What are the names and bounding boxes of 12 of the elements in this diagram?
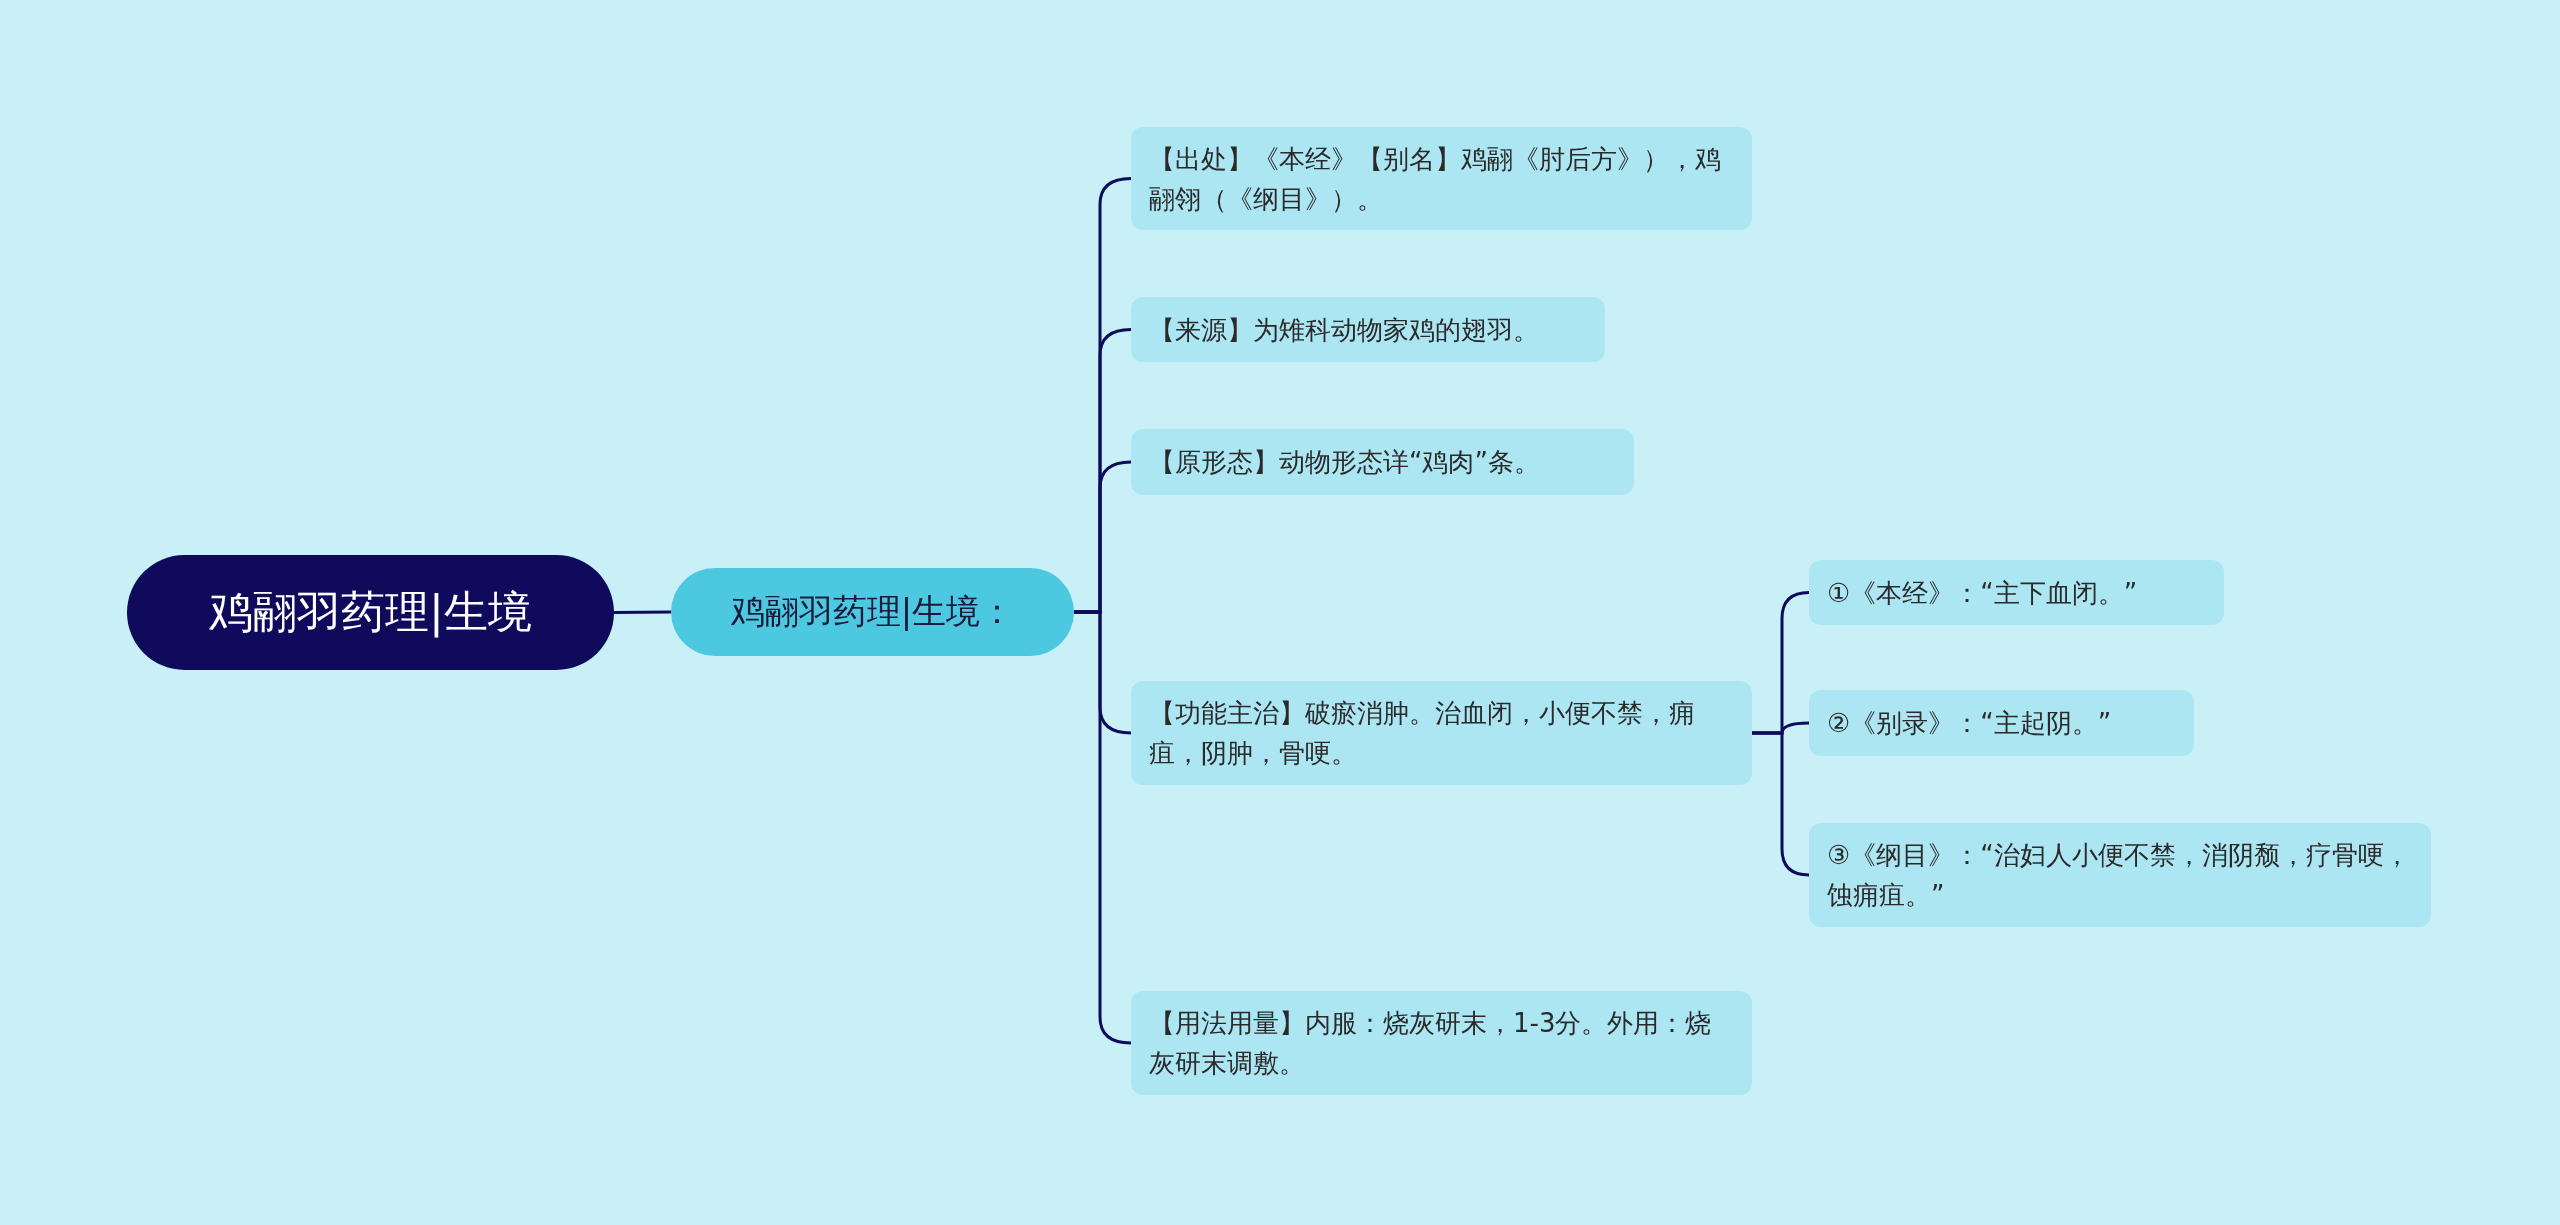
- topic-box: ①《本经》：“主下血闭。”: [1809, 560, 2224, 625]
- connector-line: [1074, 610, 1132, 1045]
- central-topic: 鸡翮羽药理|生境: [127, 555, 614, 670]
- topic-box: 【原形态】动物形态详“鸡肉”条。: [1131, 429, 1634, 495]
- main-topic: 鸡翮羽药理|生境：: [671, 568, 1074, 656]
- topic-box: 【功能主治】破瘀消肿。治血闭，小便不禁，痈疽，阴肿，骨哽。: [1131, 681, 1752, 785]
- topic-box: 【用法用量】内服：烧灰研末，1-3分。外用：烧灰研末调敷。: [1131, 991, 1752, 1095]
- topic-box: 【出处】《本经》【别名】鸡翮《肘后方》），鸡翮翎（《纲目》）。: [1131, 127, 1752, 230]
- topic-box: 【来源】为雉科动物家鸡的翅羽。: [1131, 297, 1605, 362]
- connector-line: [614, 610, 671, 614]
- topic-box: ③《纲目》：“治妇人小便不禁，消阴颓，疗骨哽，蚀痈疽。”: [1809, 823, 2431, 927]
- topic-box: ②《别录》：“主起阴。”: [1809, 690, 2194, 756]
